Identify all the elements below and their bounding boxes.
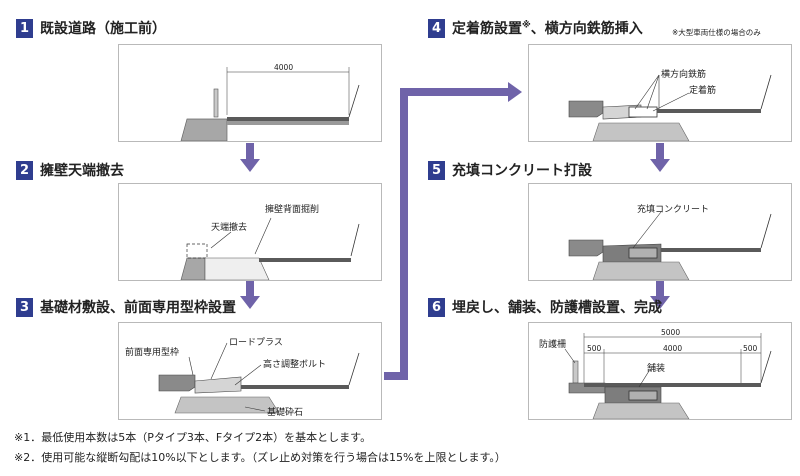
step-6-number: 6 — [428, 297, 445, 317]
panel-formwork: 前面専用型枠 ロードプラス 高さ調整ボルト 基礎砕石 — [118, 322, 382, 420]
arrow-2-to-3-shaft — [246, 280, 254, 298]
label-fill-concrete: 充填コンクリート — [637, 205, 710, 215]
step-5-number: 5 — [428, 160, 445, 180]
footnote-1: ※1．最低使用本数は5本（Pタイプ3本、Fタイプ2本）を基本とします。 — [14, 431, 372, 444]
label-paving: 舗装 — [647, 364, 666, 374]
label-height-bolt: 高さ調整ボルト — [263, 360, 327, 370]
label-top-removal: 天端撤去 — [211, 223, 248, 233]
dim-middle-width: 4000 — [663, 344, 683, 353]
existing-road-drawing — [180, 67, 360, 141]
step-4-note: ※大型車両仕様の場合のみ — [672, 28, 761, 37]
concrete-drawing — [568, 211, 772, 280]
step-6-heading: 6 埋戻し、舗装、防護槽設置、完成 — [428, 297, 662, 317]
complete-drawing — [564, 333, 772, 419]
arrow-5-to-6-shaft — [656, 280, 664, 298]
step-6-title: 埋戻し、舗装、防護槽設置、完成 — [452, 300, 662, 316]
arrow-1-to-2-head — [240, 159, 260, 172]
step-4-title: 定着筋設置 — [452, 21, 522, 37]
step-4-number: 4 — [428, 18, 445, 38]
step-3-title: 基礎材敷設、前面専用型枠設置 — [40, 300, 236, 316]
step-1-number: 1 — [16, 18, 33, 38]
panel-complete: 5000 500 4000 500 防護柵 舗装 — [528, 322, 792, 420]
step-2-title: 擁壁天端撤去 — [40, 163, 124, 179]
step-4-title-rest: 、横方向鉄筋挿入 — [530, 21, 643, 37]
panel-rebar: 横方向鉄筋 定着筋 — [528, 44, 792, 142]
dim-left-margin: 500 — [587, 344, 602, 353]
rebar-drawing — [568, 74, 772, 141]
arrow-4-to-5-shaft — [656, 143, 664, 161]
arrow-3-to-4-bottom — [384, 372, 408, 380]
label-road-plus: ロードプラス — [229, 338, 283, 348]
dim-total-width: 5000 — [661, 328, 681, 337]
step-5-title: 充填コンクリート打設 — [452, 163, 592, 179]
step-4-heading: 4 定着筋設置※、横方向鉄筋挿入 — [428, 18, 643, 38]
arrow-4-to-5-head — [650, 159, 670, 172]
step-1-title: 既設道路（施工前） — [40, 21, 166, 37]
step-3-heading: 3 基礎材敷設、前面専用型枠設置 — [16, 297, 236, 317]
arrow-5-to-6-head — [650, 296, 670, 309]
footnote-2: ※2．使用可能な縦断勾配は10%以下とします。（ズレ止め対策を行う場合は15%を… — [14, 451, 506, 464]
dim-right-margin: 500 — [743, 344, 758, 353]
step-2-number: 2 — [16, 160, 33, 180]
arrow-2-to-3-head — [240, 296, 260, 309]
label-back-excavation: 擁壁背面掘削 — [265, 205, 320, 215]
step-5-heading: 5 充填コンクリート打設 — [428, 160, 592, 180]
panel-concrete: 充填コンクリート — [528, 183, 792, 281]
arrow-3-to-4-vertical — [400, 88, 408, 380]
existing-road-width-dim: 4000 — [274, 63, 294, 72]
arrow-3-to-4-head — [508, 82, 522, 102]
panel-existing-road: 4000 — [118, 44, 382, 142]
step-4-title-mark: ※ — [522, 20, 531, 31]
remove-top-drawing — [180, 217, 360, 280]
label-guard-fence: 防護柵 — [539, 340, 567, 350]
label-base-gravel: 基礎砕石 — [267, 408, 304, 418]
label-anchor-rebar: 定着筋 — [689, 86, 717, 96]
step-1-heading: 1 既設道路（施工前） — [16, 18, 166, 38]
step-3-number: 3 — [16, 297, 33, 317]
label-lateral-rebar: 横方向鉄筋 — [661, 70, 707, 80]
arrow-3-to-4-top — [400, 88, 510, 96]
panel-remove-top: 天端撤去 擁壁背面掘削 — [118, 183, 382, 281]
arrow-1-to-2-shaft — [246, 143, 254, 161]
step-4-title-wrap: 定着筋設置※、横方向鉄筋挿入 — [452, 18, 643, 38]
label-front-form: 前面専用型枠 — [125, 348, 180, 358]
step-2-heading: 2 擁壁天端撤去 — [16, 160, 124, 180]
formwork-drawing — [158, 342, 360, 414]
